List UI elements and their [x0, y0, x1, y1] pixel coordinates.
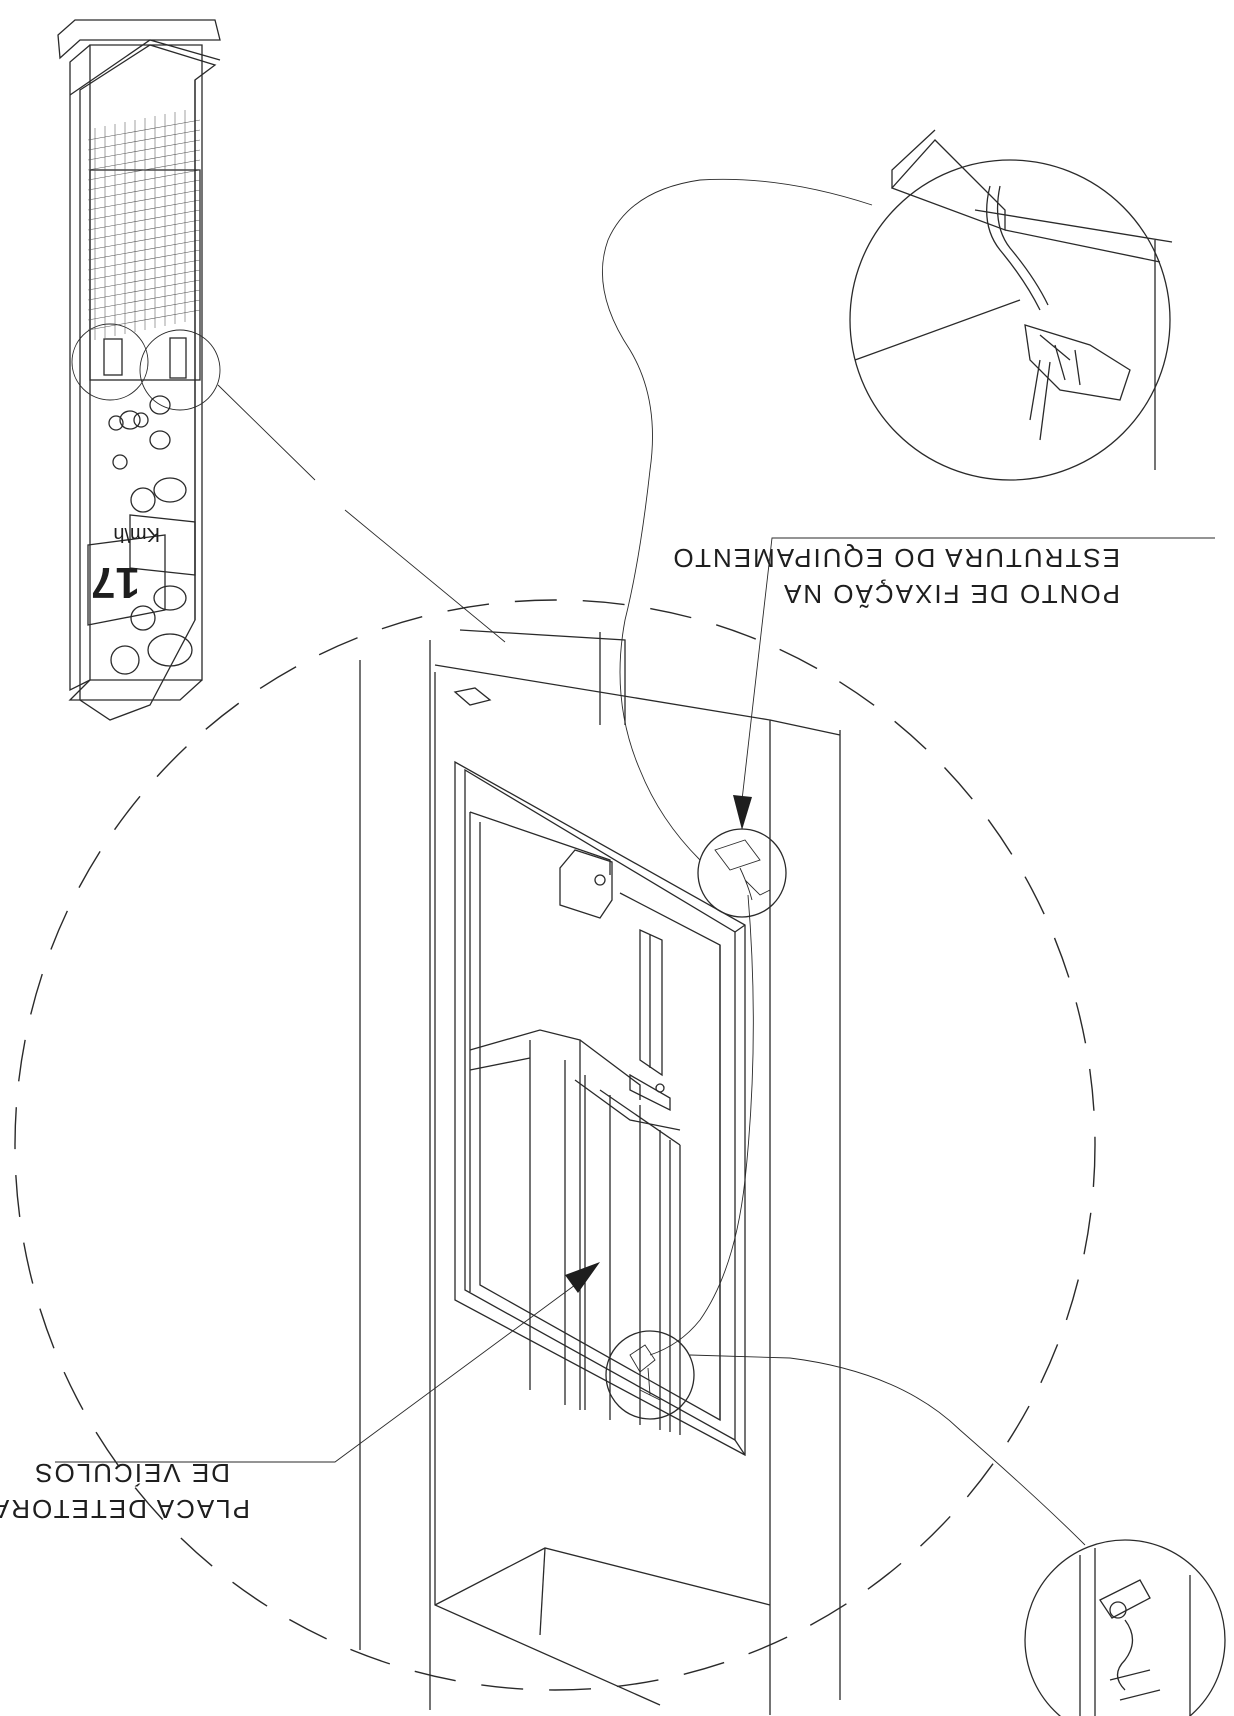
detector-plate — [454, 760, 746, 1457]
fixing-point-label: PONTO DE FIXAÇÃO NA ESTRUTURA DO EQUIPAM… — [671, 543, 1120, 609]
upper-zoom-blob-outline — [602, 178, 873, 861]
fixing-point-arrowhead — [733, 795, 752, 830]
detector-plate-label: PLACA DETETORA DE VEÍCULOS — [0, 1458, 250, 1524]
lower-fixing-detail — [605, 1330, 695, 1420]
upper-zoom-contents — [854, 129, 1173, 470]
equipment-housing — [359, 629, 841, 1715]
lower-zoom-leader — [689, 1354, 1086, 1546]
lower-zoom-contents — [1079, 1548, 1191, 1716]
upper-zoom-circle — [849, 159, 1171, 481]
speed-unit-label: Km\h — [113, 523, 160, 545]
fixing-point-label-line2: ESTRUTURA DO EQUIPAMENTO — [671, 543, 1120, 573]
security-cable — [649, 894, 754, 1356]
detector-plate-label-line2: DE VEÍCULOS — [33, 1458, 230, 1488]
detector-plate-label-line1: PLACA DETETORA — [0, 1494, 250, 1524]
totem-front — [69, 39, 221, 721]
detector-plate-leader — [55, 1284, 576, 1463]
fixing-point-label-line1: PONTO DE FIXAÇÃO NA — [782, 579, 1120, 609]
detector-plate-arrowhead — [565, 1262, 600, 1293]
main-detail-circle — [14, 599, 1096, 1691]
speed-display-value: 17 — [91, 558, 140, 607]
detail-leader-line — [217, 384, 506, 643]
totem-grid — [87, 108, 201, 340]
lower-zoom-circle — [1024, 1539, 1226, 1716]
fixing-point-leader — [741, 537, 1215, 801]
